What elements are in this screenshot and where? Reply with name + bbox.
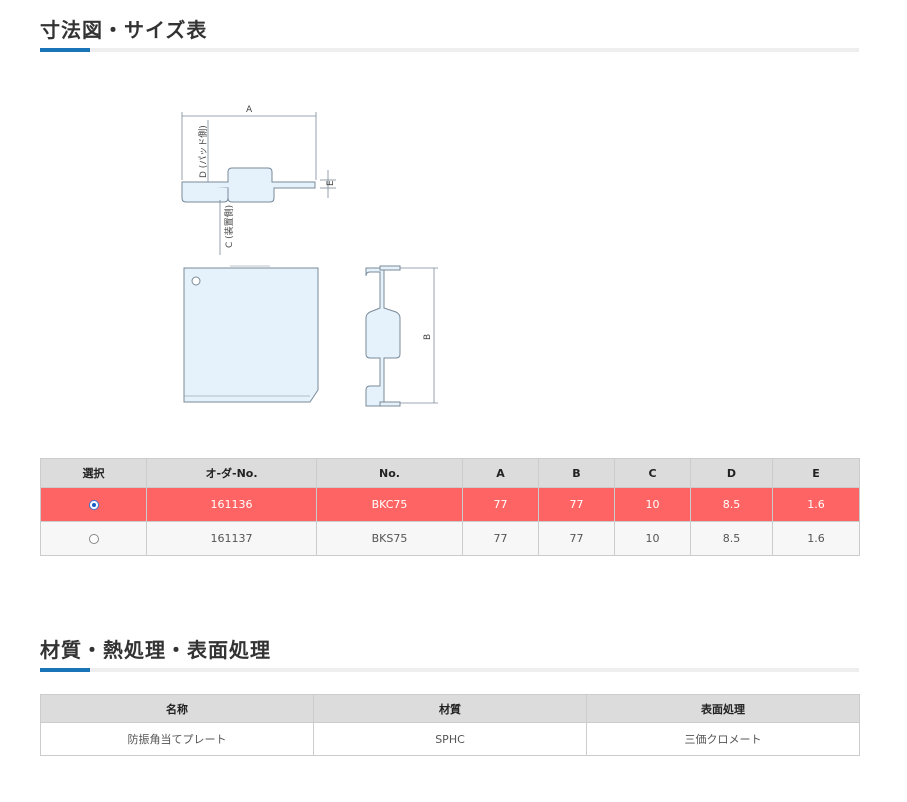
b-cell: 77 [538,521,615,556]
c-cell: 10 [614,521,691,556]
table-row[interactable]: 161137 BKS75 77 77 10 8.5 1.6 [40,521,860,556]
name-cell: 防振角当てプレート [40,722,314,756]
select-cell[interactable] [40,487,147,522]
d-cell: 8.5 [690,521,773,556]
a-cell: 77 [462,521,539,556]
header-e: E [772,458,860,488]
size-table-header: 選択 オ-ダ-No. No. A B C D E [40,458,860,488]
header-no: No. [316,458,463,488]
plan-shape [183,267,319,403]
header-a: A [462,458,539,488]
header-d: D [690,458,773,488]
profile-view [181,167,316,203]
title-underline [40,48,859,52]
dim-b-label: B [423,334,433,340]
plan-view [183,265,319,403]
header-name: 名称 [40,694,314,723]
material-cell: SPHC [313,722,587,756]
profile-shape [181,167,316,203]
no-cell: BKS75 [316,521,463,556]
b-cell: 77 [538,487,615,522]
header-select: 選択 [40,458,147,488]
select-cell[interactable] [40,521,147,556]
e-cell: 1.6 [772,487,860,522]
a-cell: 77 [462,487,539,522]
header-surface: 表面処理 [586,694,860,723]
dim-a-label: A [246,105,253,115]
c-cell: 10 [614,487,691,522]
d-cell: 8.5 [690,487,773,522]
table-row: 防振角当てプレート SPHC 三価クロメート [40,722,860,756]
surface-cell: 三価クロメート [586,722,860,756]
header-order-no: オ-ダ-No. [146,458,317,488]
no-cell: BKC75 [316,487,463,522]
title-accent [40,48,90,52]
table-row[interactable]: 161136 BKC75 77 77 10 8.5 1.6 [40,487,860,522]
header-b: B [538,458,615,488]
dim-a-lines [181,112,336,255]
page-title-dimensions: 寸法図・サイズ表 [40,18,208,42]
header-c: C [614,458,691,488]
dim-d-label: D (パッド側) [197,125,209,178]
dim-c-label: C (装置側) [223,205,235,248]
side-view [365,265,401,407]
material-table: 名称 材質 表面処理 防振角当てプレート SPHC 三価クロメート [40,694,860,756]
dim-e-label: E [326,180,336,186]
radio-button-selected[interactable] [88,500,99,510]
radio-button[interactable] [88,534,99,544]
title-underline [40,668,859,672]
page-title-materials: 材質・熱処理・表面処理 [40,638,271,662]
order-no-cell: 161137 [146,521,317,556]
material-table-header: 名称 材質 表面処理 [40,694,860,723]
title-accent [40,668,90,672]
dim-b-lines [400,267,438,404]
header-material: 材質 [313,694,587,723]
e-cell: 1.6 [772,521,860,556]
dimension-diagram: A D (パッド側) C (装置側) E B [170,100,450,420]
size-table: 選択 オ-ダ-No. No. A B C D E 161136 BKC75 77… [40,458,860,556]
order-no-cell: 161136 [146,487,317,522]
